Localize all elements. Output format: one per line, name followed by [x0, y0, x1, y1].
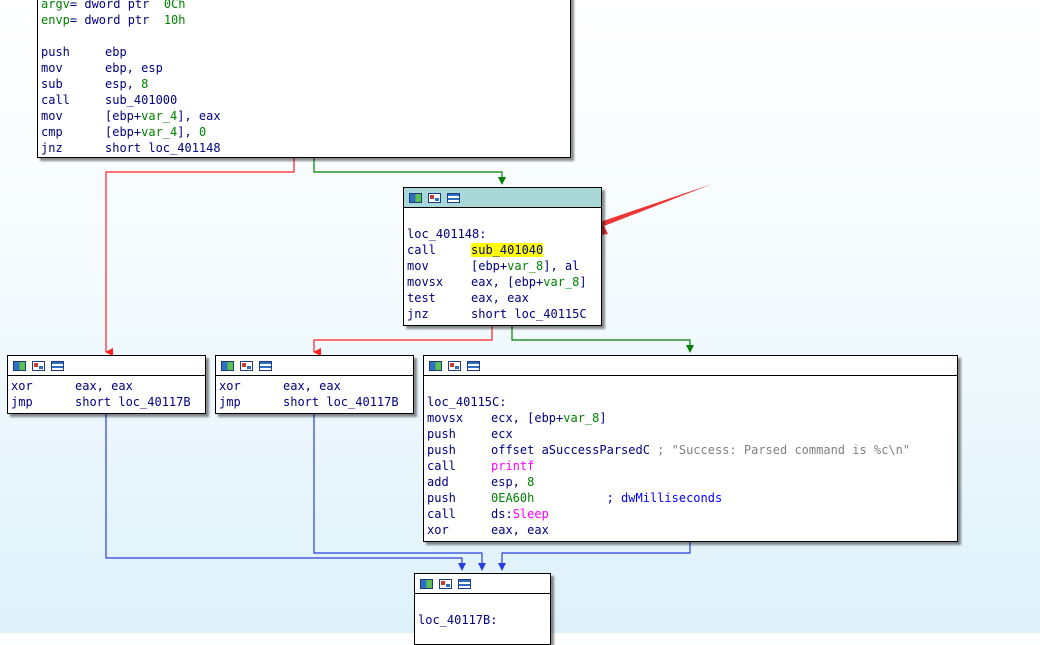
graph-icon[interactable] — [428, 192, 441, 203]
arg-line: argv= dword ptr 0Ch — [41, 0, 186, 11]
block-titlebar[interactable] — [8, 356, 205, 376]
instruction-line[interactable]: cmp[ebp+var_4], 0 — [41, 125, 207, 139]
block-main[interactable]: argv= dword ptr 0Ch envp= dword ptr 10h … — [37, 0, 571, 158]
list-icon[interactable] — [51, 360, 64, 371]
block-titlebar[interactable] — [415, 574, 550, 594]
edge-main-to-loc401148 — [313, 157, 506, 185]
color-icon[interactable] — [13, 360, 26, 371]
color-icon[interactable] — [420, 578, 433, 589]
block-titlebar[interactable] — [424, 356, 957, 376]
graph-icon[interactable] — [439, 578, 452, 589]
color-icon[interactable] — [429, 360, 442, 371]
list-icon[interactable] — [467, 360, 480, 371]
arg-line: envp= dword ptr 10h — [41, 13, 186, 27]
color-icon[interactable] — [409, 192, 422, 203]
block-label[interactable]: loc_401148: — [407, 227, 487, 241]
block-titlebar[interactable] — [404, 188, 601, 208]
block-label[interactable]: loc_40115C: — [427, 395, 507, 409]
instruction-line[interactable]: mov[ebp+var_8], al — [407, 259, 580, 273]
edge-loc401148-to-fail2 — [313, 325, 493, 356]
graph-icon[interactable] — [448, 360, 461, 371]
block-titlebar[interactable] — [216, 356, 413, 376]
list-icon[interactable] — [259, 360, 272, 371]
block-label[interactable]: loc_40117B: — [418, 613, 498, 627]
annotation-arrow — [569, 184, 712, 239]
graph-icon[interactable] — [240, 360, 253, 371]
color-icon[interactable] — [221, 360, 234, 371]
instruction-line[interactable]: mov[ebp+var_4], eax — [41, 109, 221, 123]
edge-fail1-to-loc40117b — [105, 413, 466, 571]
edge-fail2-to-loc40117b — [313, 413, 486, 571]
list-icon[interactable] — [458, 578, 471, 589]
block-loc-40117b[interactable]: loc_40117B: — [414, 573, 551, 645]
highlighted-call-target: sub_401040 — [471, 243, 544, 257]
edge-main-to-fail1 — [105, 157, 295, 356]
list-icon[interactable] — [447, 192, 460, 203]
graph-icon[interactable] — [32, 360, 45, 371]
edge-loc401148-to-loc40115c — [511, 325, 694, 353]
edge-loc40115c-to-loc40117b — [498, 541, 691, 571]
